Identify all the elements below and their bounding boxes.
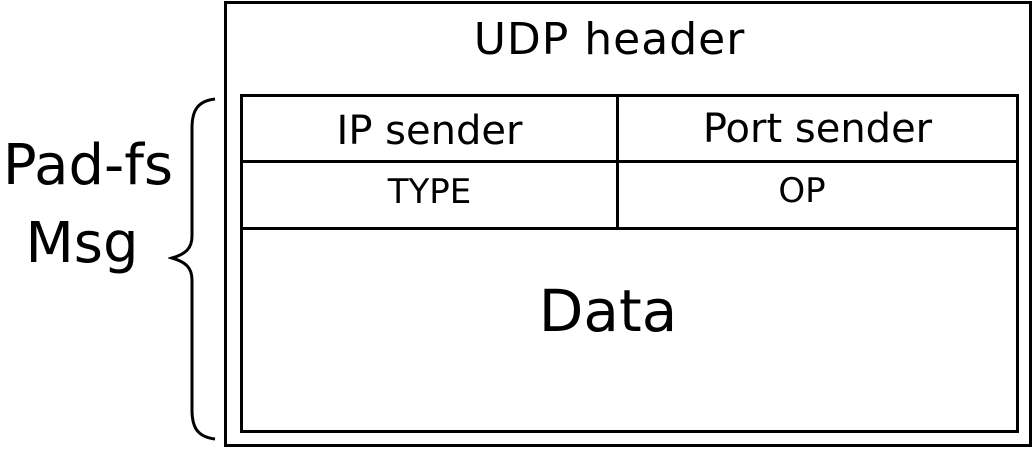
pad-fs-message-box xyxy=(240,94,1019,433)
row-divider-1 xyxy=(240,160,1019,163)
port-sender-field: Port sender xyxy=(702,106,933,152)
op-field: OP xyxy=(778,171,826,211)
column-divider xyxy=(616,94,619,229)
side-label-pad-fs: Pad-fs xyxy=(2,133,174,198)
row-divider-2 xyxy=(240,227,1019,230)
ip-sender-field: IP sender xyxy=(336,108,523,154)
curly-brace xyxy=(168,97,216,441)
udp-header-label: UDP header xyxy=(473,14,746,65)
side-label-msg: Msg xyxy=(25,211,139,276)
data-field: Data xyxy=(538,277,678,345)
type-field: TYPE xyxy=(387,172,472,212)
udp-packet-box xyxy=(224,1,1032,447)
